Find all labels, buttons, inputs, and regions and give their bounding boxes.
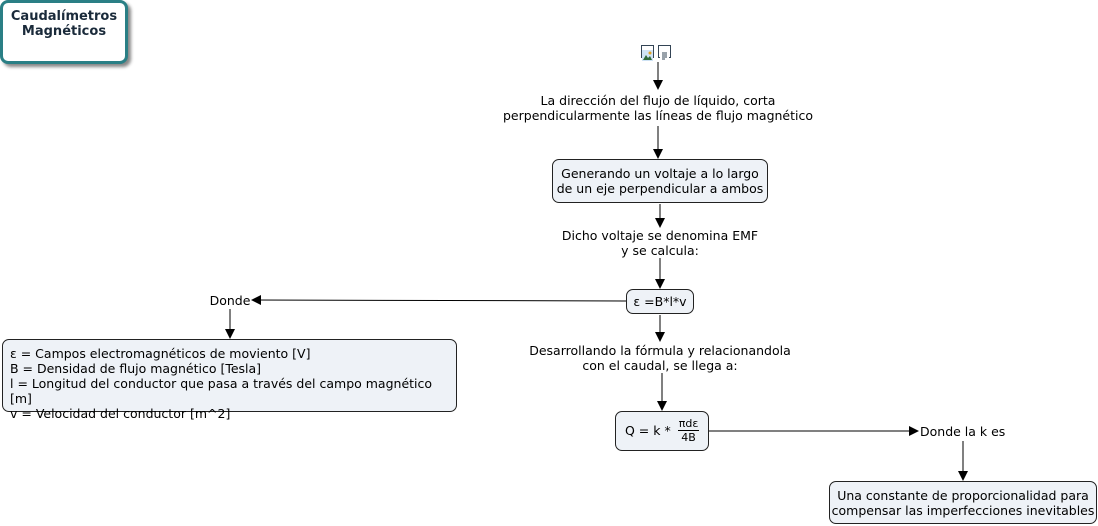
flow-formula-fraction: πdε 4B <box>677 417 700 444</box>
variables-node[interactable]: ε = Campos electromagnéticos de moviento… <box>2 339 457 421</box>
link-label-develop: Desarrollando la fórmula y relacionandol… <box>529 343 791 373</box>
variable-v: v = Velocidad del conductor [m^2] <box>10 406 231 421</box>
link-label-donde: Donde <box>209 293 251 308</box>
link-label-k: Donde la k es <box>920 424 1006 439</box>
variable-b: B = Densidad de flujo magnético [Tesla] <box>10 361 262 376</box>
fraction-numerator: πdε <box>677 417 700 431</box>
variable-l: l = Longitud del conductor que pasa a tr… <box>10 376 433 406</box>
connector-emf-to-donde <box>251 295 627 306</box>
voltage-node[interactable]: Generando un voltaje a lo largo de un ej… <box>552 159 768 203</box>
link-label-emf: Dicho voltaje se denomina EMF y se calcu… <box>561 228 759 258</box>
emf-formula-node[interactable]: ε =B*l*v <box>626 289 694 314</box>
fraction-denominator: 4B <box>681 431 696 444</box>
constant-node[interactable]: Una constante de proporcionalidad para c… <box>829 481 1097 524</box>
root-title-line2: Magnéticos <box>21 24 107 39</box>
document-icon[interactable] <box>658 45 671 61</box>
flow-formula-node[interactable]: Q = k * πdε 4B <box>615 411 709 451</box>
link-label-flow-direction: La dirección del flujo de líquido, corta… <box>503 93 814 123</box>
variable-epsilon: ε = Campos electromagnéticos de moviento… <box>10 346 311 361</box>
image-icon[interactable] <box>641 45 654 61</box>
root-title-line1: Caudalímetros <box>10 9 118 24</box>
root-concept-node[interactable]: Caudalímetros Magnéticos <box>0 0 128 64</box>
flow-formula-prefix: Q = k * <box>625 423 671 438</box>
